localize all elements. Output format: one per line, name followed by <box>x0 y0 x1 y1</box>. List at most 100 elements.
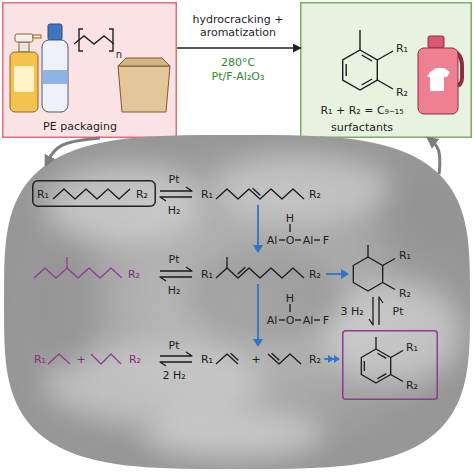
aromatic-product-part <box>359 30 360 50</box>
cloud-texture <box>23 154 463 459</box>
node-text: Pt <box>169 173 180 186</box>
node-text: R₁ <box>406 341 418 354</box>
paper-bag-part <box>118 66 170 112</box>
mechanism-art-part <box>289 304 290 312</box>
mechanism-art-part <box>367 245 368 257</box>
node-text: surfactants <box>331 121 393 134</box>
alkane-box: R₁ R₂ <box>32 180 156 207</box>
node-text: Pt <box>169 253 180 266</box>
node-text: n <box>116 48 122 61</box>
yellow-bottle-part <box>10 52 38 112</box>
node-text: R₁ <box>37 188 49 201</box>
blue-arrows-part <box>326 273 342 275</box>
detergent-bottle-part <box>427 68 450 91</box>
mechanism-art-part <box>279 239 285 240</box>
node-text: PE packaging <box>43 120 117 133</box>
node-text: H <box>286 292 294 305</box>
node-text: 3 H₂ <box>340 305 363 318</box>
product-box-outline <box>300 2 472 138</box>
node-text: O <box>286 314 295 327</box>
mechanism-cloud: R₁R₂R₁R₂PtH₂R₁R₂HAlOAlFR₂PtH₂R₁R₂R₁R₂HAl… <box>3 134 471 470</box>
condition-label: Pt/F-Al₂O₃ <box>212 70 265 83</box>
cloud-patch <box>183 244 343 344</box>
blue-bottle-part <box>43 70 67 84</box>
source-box-frame <box>3 3 177 138</box>
aromatic-box: R₁ R₂ <box>342 330 438 400</box>
mechanism-art-part <box>364 361 365 371</box>
node-text: R₂ <box>309 188 321 201</box>
blue-bottle-part <box>48 24 62 40</box>
node-text: Al <box>303 314 314 327</box>
cloud-patch <box>383 184 463 264</box>
node-text: R₂ <box>399 287 411 300</box>
node-text: H₂ <box>168 204 181 217</box>
yellow-bottle-part <box>33 35 41 38</box>
mechanism-art-part <box>226 257 227 268</box>
node-text: R₁ <box>396 42 408 55</box>
node-text: R₂ <box>396 86 408 99</box>
node-text: R₁ + R₂ = C₉₋₁₅ <box>320 104 403 117</box>
mechanism-art-part <box>66 257 67 268</box>
alkane-box-frame <box>33 181 156 207</box>
node-text: R₁ <box>201 188 213 201</box>
mechanism-art-part <box>314 319 320 320</box>
node-text: H₂ <box>168 284 181 297</box>
yellow-bottle-part <box>14 66 34 92</box>
cloud-patch <box>23 244 103 364</box>
product-box-frame <box>301 3 472 138</box>
node-text: R₁ <box>399 249 411 262</box>
node-text: R₂ <box>309 353 321 366</box>
node-text: R₁ <box>201 353 213 366</box>
aromatic-box-frame <box>343 331 438 400</box>
mechanism-art-part <box>295 239 301 240</box>
aromatic-box-outline <box>342 330 438 400</box>
yellow-bottle-part <box>19 42 29 52</box>
cloud-patch <box>43 164 203 244</box>
mechanism-art-part <box>375 337 376 349</box>
node-text: R₁ <box>201 268 213 281</box>
product-box: R₁ R₂ R₁ + R₂ = C₉₋₁₅ surfactants <box>300 2 472 138</box>
node-text: R₁ <box>34 353 46 366</box>
node-text: + <box>251 353 260 366</box>
node-text: 2 H₂ <box>162 369 185 382</box>
node-text: R₂ <box>128 268 140 281</box>
node-text: + <box>76 353 85 366</box>
node-text: Pt <box>169 339 180 352</box>
condition-label: 280°C <box>221 56 255 69</box>
blue-arrows-part <box>257 284 259 340</box>
node-text: R₂ <box>406 379 418 392</box>
paper-bag-part <box>118 58 170 66</box>
detergent-bottle-part <box>418 48 458 114</box>
mechanism-cloud-outline <box>3 134 471 470</box>
cloud-patch <box>143 409 323 459</box>
mechanism-art-part <box>314 239 320 240</box>
node-text: R₂ <box>309 268 321 281</box>
source-box: n PE packaging <box>2 2 177 138</box>
mechanism-art-part <box>295 319 301 320</box>
node-text: R₂ <box>129 353 141 366</box>
cloud-patch <box>323 284 463 384</box>
blue-bottle-part <box>42 40 68 112</box>
connector-arrow <box>177 47 300 48</box>
node-text: O <box>286 234 295 247</box>
detergent-bottle-part <box>428 36 444 48</box>
mechanism-art-part <box>289 224 290 232</box>
edge-label: hydrocracking + aromatization <box>182 13 294 39</box>
mechanism-art-part <box>279 319 285 320</box>
node-text: Pt <box>393 305 404 318</box>
blue-arrows-part <box>257 205 259 246</box>
cloud-patch <box>213 154 393 224</box>
aromatic-product-part <box>346 64 347 76</box>
node-text: H <box>286 212 294 225</box>
paper-bag <box>118 58 170 112</box>
source-box-outline <box>2 2 177 138</box>
cloud-ground <box>4 135 470 469</box>
node-text: R₂ <box>136 188 148 201</box>
yellow-bottle-part <box>15 34 33 42</box>
node-text: Al <box>267 234 278 247</box>
node-text: Al <box>303 234 314 247</box>
node-text: F <box>323 234 329 247</box>
node-text: F <box>323 314 329 327</box>
node-text: Al <box>267 314 278 327</box>
